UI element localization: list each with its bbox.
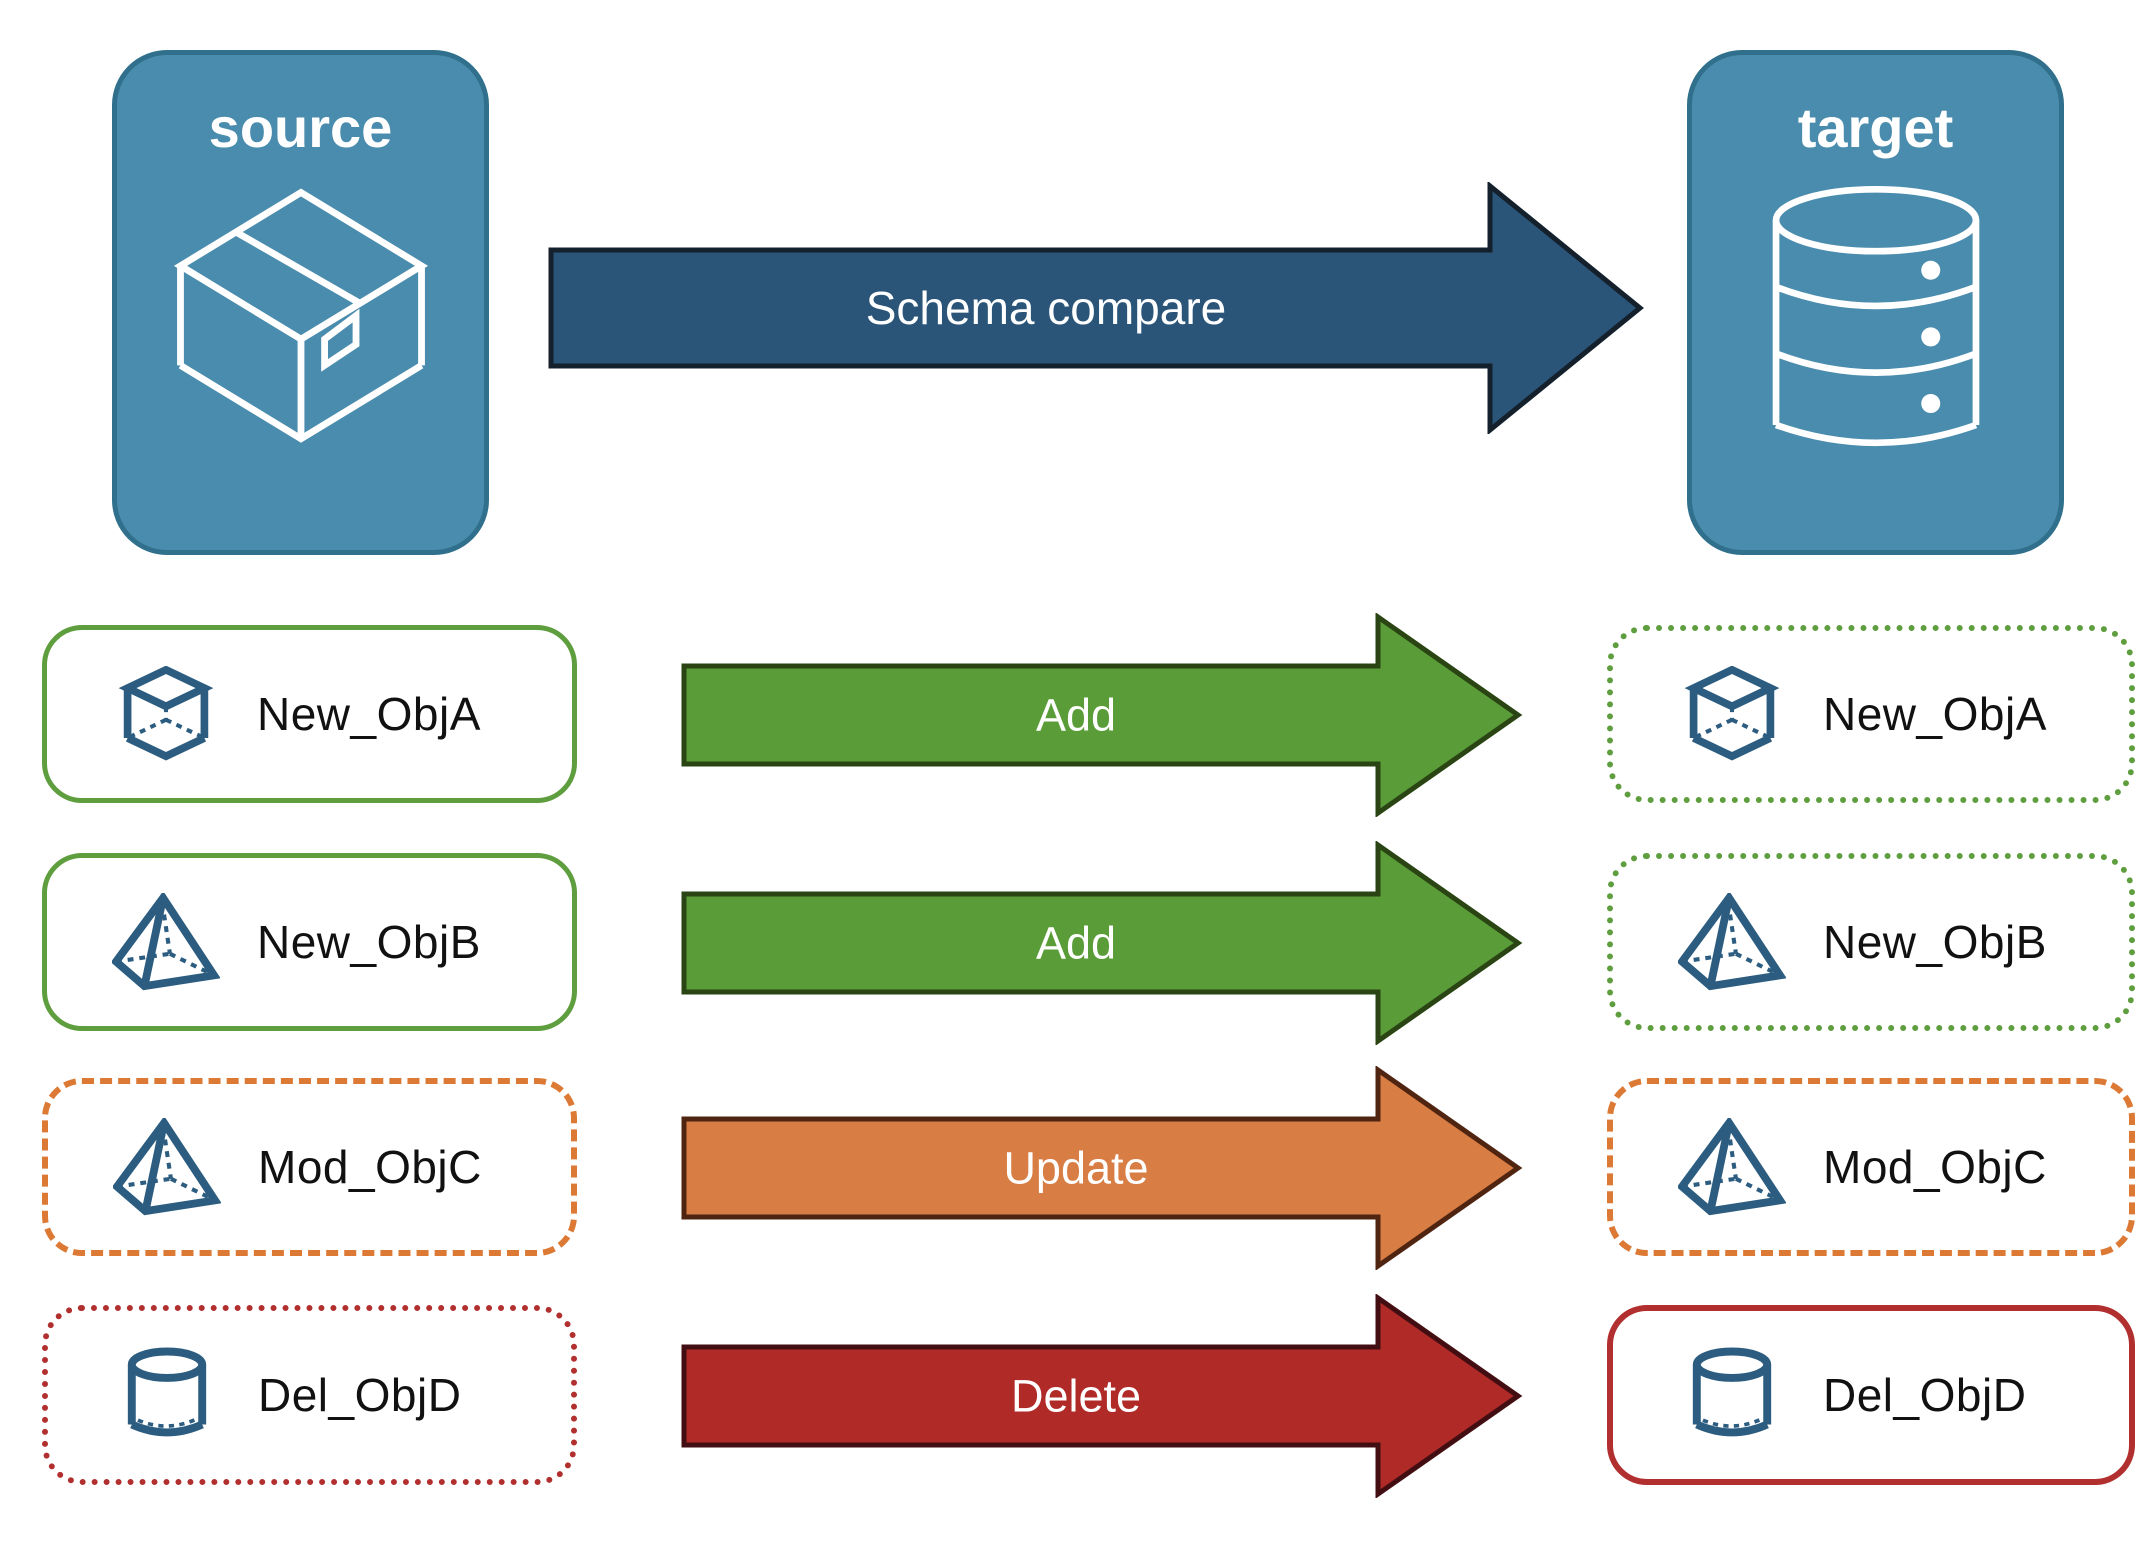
object-label: Del_ObjD: [258, 1369, 462, 1421]
pyramid-icon: [1678, 893, 1786, 991]
object-label: Del_ObjD: [1823, 1369, 2027, 1421]
object-label: New_ObjB: [257, 916, 481, 968]
pyramid-icon: [113, 1118, 221, 1216]
source-object-card-new-objb: New_ObjB: [42, 853, 577, 1031]
cube-icon: [118, 666, 214, 761]
delete-arrow: Delete: [681, 1294, 1523, 1498]
object-label: New_ObjB: [1823, 916, 2047, 968]
target-title: target: [1797, 96, 1954, 159]
source-object-card-del-objd: Del_ObjD: [42, 1305, 577, 1485]
target-object-card-del-objd: Del_ObjD: [1607, 1305, 2135, 1485]
target-node: target: [1687, 50, 2064, 555]
source-title: source: [208, 96, 393, 159]
add-arrow-label: Add: [1036, 918, 1116, 969]
pyramid-icon: [1678, 1118, 1786, 1216]
object-label: New_ObjA: [257, 688, 481, 740]
pyramid-icon: [112, 893, 220, 991]
object-label: Mod_ObjC: [258, 1141, 482, 1193]
object-label: Mod_ObjC: [1823, 1141, 2047, 1193]
object-label: New_ObjA: [1823, 688, 2047, 740]
update-arrow: Update: [681, 1066, 1523, 1270]
cylinder-icon: [127, 1347, 207, 1436]
schema-compare-arrow: Schema compare: [548, 182, 1644, 434]
update-arrow-label: Update: [1003, 1143, 1148, 1194]
source-object-card-mod-objc: Mod_ObjC: [42, 1078, 577, 1256]
add-arrow: Add: [681, 841, 1523, 1045]
source-node: source: [112, 50, 489, 555]
add-arrow-label: Add: [1036, 690, 1116, 741]
delete-arrow-label: Delete: [1011, 1371, 1141, 1422]
database-icon: [1772, 186, 1979, 447]
target-object-card-mod-objc: Mod_ObjC: [1607, 1078, 2135, 1256]
source-object-card-new-obja: New_ObjA: [42, 625, 577, 803]
cube-icon: [1684, 666, 1780, 761]
target-object-card-new-obja: New_ObjA: [1607, 625, 2135, 803]
schema-compare-label: Schema compare: [866, 282, 1227, 334]
add-arrow: Add: [681, 613, 1523, 817]
cylinder-icon: [1692, 1347, 1772, 1436]
target-object-card-new-objb: New_ObjB: [1607, 853, 2135, 1031]
package-box-icon: [173, 188, 428, 443]
